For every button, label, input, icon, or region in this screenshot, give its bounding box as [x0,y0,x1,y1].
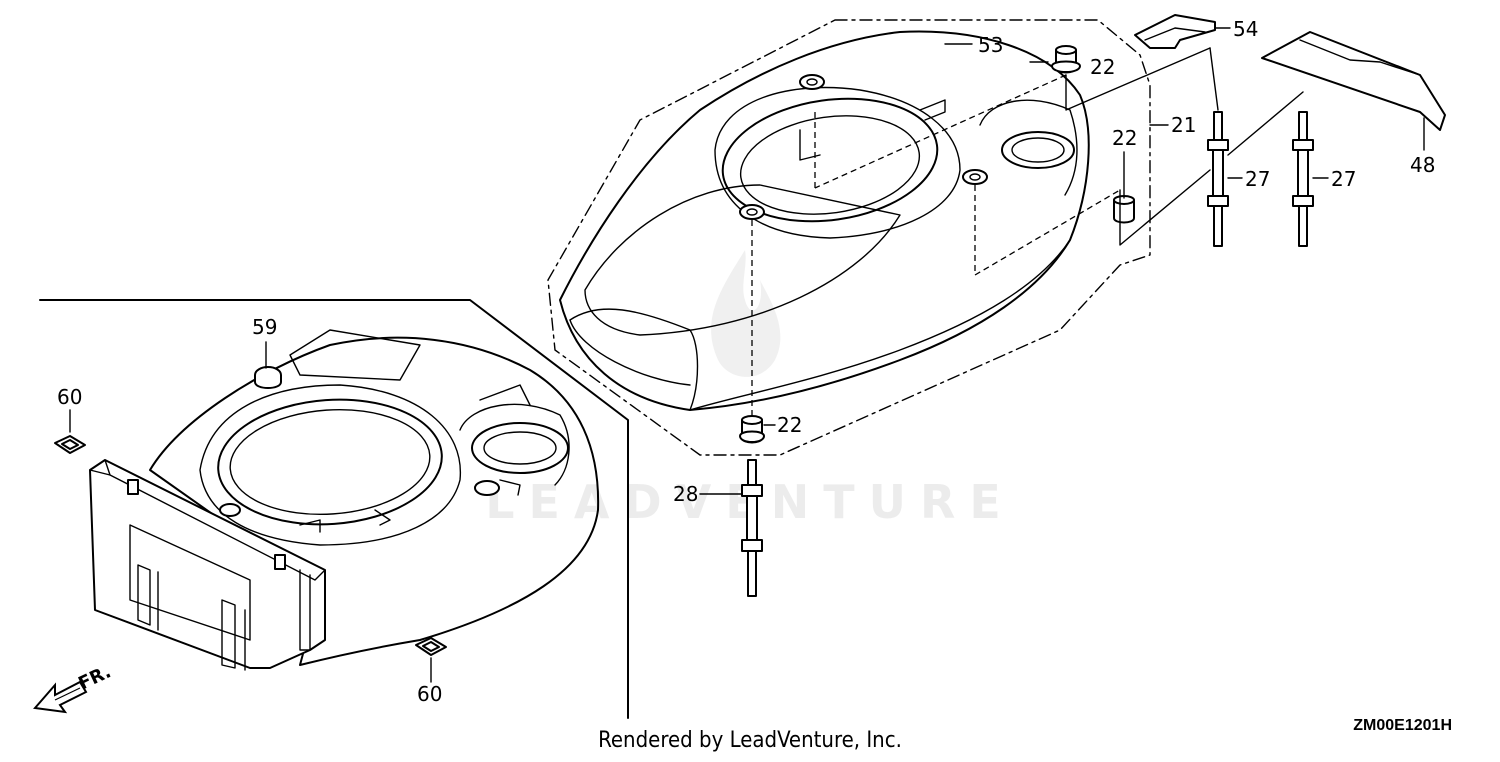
callout-60-lower: 60 [417,682,442,706]
callout-48: 48 [1410,153,1435,177]
upper-assembly-outline [547,19,1151,456]
stud-27-left [1207,47,1243,247]
callouts: 53 22 22 22 21 54 27 27 48 28 59 60 60 [57,17,1435,706]
diagram-code: ZM00E1201H [1353,717,1452,734]
collar-22-bottom [739,415,765,444]
clip-60-lower [415,637,447,656]
callout-54: 54 [1233,17,1258,41]
callout-21: 21 [1171,113,1196,137]
clip-54 [1134,14,1231,49]
callout-22-mid: 22 [1112,126,1137,150]
front-shroud [89,459,326,671]
clip-60-upper [54,435,86,454]
leader-lines [69,43,1125,683]
front-marker-label: FR. [75,661,114,694]
assembly-guide-lines [751,74,1121,420]
collar-22-top [1051,45,1081,74]
stud-27-right [1227,91,1329,247]
front-direction-arrow: FR. [33,661,114,714]
fan-cover-upper [559,30,1090,411]
bracket-21 [1065,47,1211,246]
callout-60-upper: 60 [57,385,82,409]
callout-53: 53 [978,33,1003,57]
callout-27-left: 27 [1245,167,1270,191]
stud-28 [699,459,763,597]
callout-59: 59 [252,315,277,339]
plate-48 [1261,31,1446,151]
watermark-flame-logo [711,250,781,377]
collar-22-mid [1113,195,1135,224]
callout-22-bottom: 22 [777,413,802,437]
callout-28: 28 [673,482,698,506]
fan-cover-lower [149,329,600,666]
footer-credit: Rendered by LeadVenture, Inc. [598,728,902,753]
callout-22-top: 22 [1090,55,1115,79]
callout-27-right: 27 [1331,167,1356,191]
lower-assembly-outline [39,299,629,719]
